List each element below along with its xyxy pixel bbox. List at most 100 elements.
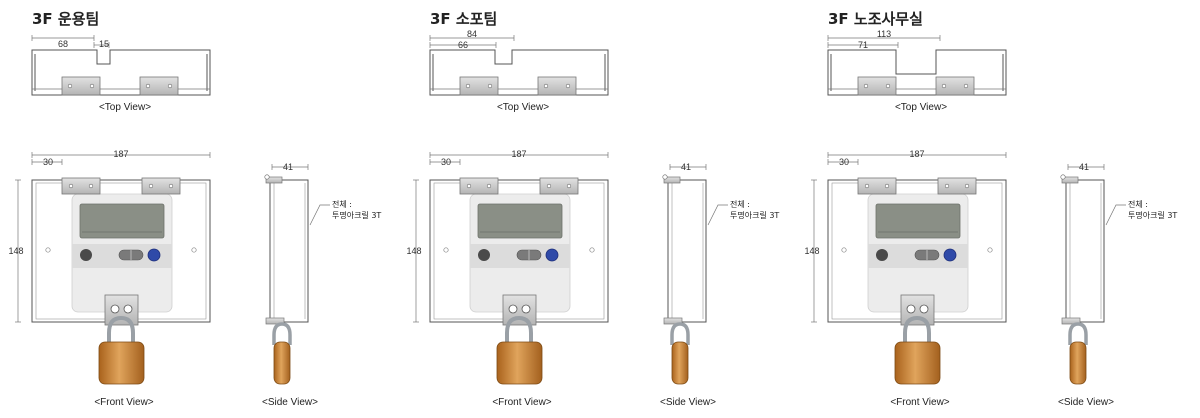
side-hinge (265, 176, 283, 184)
device-display (875, 203, 961, 239)
front-view: 187 30 148 <Front View> (8, 149, 211, 408)
screw (944, 183, 950, 189)
front-view-caption: <Front View> (94, 397, 153, 408)
panel-title: 3F 운용팀 (32, 10, 99, 28)
side-hasp (1061, 317, 1081, 325)
screw (941, 83, 947, 89)
device-display (477, 203, 563, 239)
side-box-outline (1065, 179, 1105, 323)
front-view-caption: <Front View> (492, 397, 551, 408)
mount-hole (191, 247, 197, 253)
dark-button (80, 249, 92, 261)
dimension-label: 187 (511, 149, 526, 159)
hinge-pin (264, 174, 270, 180)
side-view-caption: <Side View> (1058, 397, 1114, 408)
screw (465, 83, 471, 89)
padlock-shackle (903, 315, 931, 345)
screw (964, 183, 970, 189)
dimension-label: 41 (681, 162, 691, 172)
side-box-outline (269, 179, 309, 323)
dimension-label: 15 (99, 39, 109, 49)
padlock-body (496, 341, 543, 385)
padlock-body (98, 341, 145, 385)
dimension-label: 30 (441, 157, 451, 167)
hasp-hole (508, 304, 518, 314)
dimension-label: 84 (467, 29, 477, 39)
dimension-label: 41 (1079, 162, 1089, 172)
screw (148, 183, 154, 189)
side-hasp (265, 317, 285, 325)
hinge-pin (1060, 174, 1066, 180)
note-leader (707, 204, 728, 226)
dimension-label: 187 (909, 149, 924, 159)
dark-button (478, 249, 490, 261)
side-padlock-shackle (1068, 322, 1088, 345)
material-note: 전체 : (332, 199, 352, 209)
top-view-outline (827, 49, 1007, 96)
blue-button (545, 248, 559, 262)
padlock-shackle (505, 315, 533, 345)
hinge-plate (61, 177, 101, 195)
hasp-hole (110, 304, 120, 314)
screw (68, 183, 74, 189)
screw (145, 83, 151, 89)
side-view-caption: <Side View> (262, 397, 318, 408)
screw (863, 83, 869, 89)
side-padlock-body (273, 341, 291, 385)
material-note: 투명아크릴 3T (332, 210, 381, 220)
hasp-plate (900, 294, 935, 326)
top-view-caption: <Top View> (99, 102, 151, 113)
top-view-outline (31, 49, 211, 96)
padlock-shackle (107, 315, 135, 345)
dimension-label: 68 (58, 39, 68, 49)
side-view: 41 전체 :투명아크릴 3T <Side View> (262, 162, 381, 408)
screw (89, 83, 95, 89)
hinge-plate (141, 177, 181, 195)
screw (543, 83, 549, 89)
screw (168, 183, 174, 189)
hinge-plate (935, 76, 975, 96)
hasp-hole (906, 304, 916, 314)
dimension-label: 41 (283, 162, 293, 172)
material-note: 전체 : (730, 199, 750, 209)
side-view-caption: <Side View> (660, 397, 716, 408)
dimension-label: 71 (858, 40, 868, 50)
hinge-plate (459, 76, 499, 96)
screw (67, 83, 73, 89)
hinge-plate (61, 76, 101, 96)
padlock-body (894, 341, 941, 385)
screw (884, 183, 890, 189)
mount-hole (443, 247, 449, 253)
screw (885, 83, 891, 89)
note-leader (309, 204, 330, 226)
top-view: 68 15 <Top View> (31, 35, 211, 113)
material-note: 투명아크릴 3T (730, 210, 779, 220)
side-hinge (663, 176, 681, 184)
screw (546, 183, 552, 189)
panel-title: 3F 노조사무실 (828, 10, 923, 28)
dimension-label: 148 (8, 246, 23, 256)
hasp-hole (123, 304, 133, 314)
dimension-label: 187 (113, 149, 128, 159)
hasp-plate (502, 294, 537, 326)
dimension-label: 30 (43, 157, 53, 167)
side-padlock-shackle (272, 322, 292, 345)
hinge-plate (857, 177, 897, 195)
material-note: 전체 : (1128, 199, 1148, 209)
mount-hole (45, 247, 51, 253)
side-hasp (663, 317, 683, 325)
hinge-plate (537, 76, 577, 96)
screw (88, 183, 94, 189)
front-view-caption: <Front View> (890, 397, 949, 408)
hinge-plate (139, 76, 179, 96)
mount-hole (589, 247, 595, 253)
side-hinge (1061, 176, 1079, 184)
blue-button (943, 248, 957, 262)
